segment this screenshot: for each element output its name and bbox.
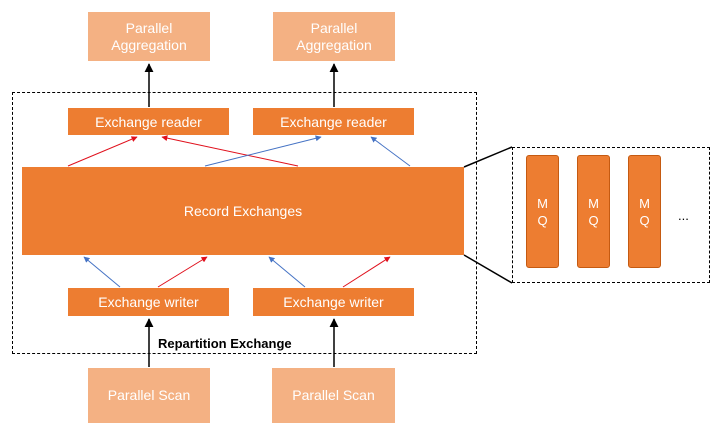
parallel-aggregation-box-1: Parallel Aggregation (88, 12, 210, 61)
aggregation-line2: Aggregation (111, 36, 187, 53)
red-arrow-writer1-to-re (157, 256, 208, 288)
parallel-scan-box-1: Parallel Scan (88, 368, 210, 423)
mq-line2: Q (639, 212, 650, 228)
parallel-aggregation-box-2: Parallel Aggregation (273, 12, 395, 61)
mq-line2: Q (537, 212, 548, 228)
mq-more-ellipsis: ... (678, 208, 689, 223)
exchange-writer-box-1: Exchange writer (68, 288, 229, 316)
mq-line1: M (537, 195, 548, 211)
mq-line1: M (639, 195, 650, 211)
blue-arrow-re-to-reader2-left (204, 135, 322, 167)
parallel-scan-label: Parallel Scan (292, 387, 375, 403)
red-arrow-writer2-to-re (342, 256, 391, 288)
mq-box-2: M Q (577, 155, 610, 268)
repartition-exchange-group (12, 92, 477, 354)
exchange-reader-label: Exchange reader (280, 113, 387, 130)
mq-box-3: M Q (628, 155, 661, 268)
aggregation-line1: Parallel (125, 19, 173, 36)
mq-group (512, 147, 710, 283)
parallel-scan-box-2: Parallel Scan (272, 368, 395, 423)
mq-line2: Q (588, 212, 599, 228)
mq-box-1: M Q (526, 155, 559, 268)
parallel-scan-label: Parallel Scan (107, 387, 191, 403)
aggregation-line1: Parallel (310, 19, 358, 36)
red-arrow-re-to-reader1-left (67, 136, 138, 167)
exchange-reader-label: Exchange reader (95, 113, 202, 130)
blue-arrow-re-to-reader2-right (370, 136, 411, 167)
exchange-writer-label: Exchange writer (283, 294, 384, 310)
blue-arrow-writer2-to-re (268, 256, 306, 288)
exchange-writer-box-2: Exchange writer (253, 288, 414, 316)
exchange-reader-box-2: Exchange reader (253, 108, 414, 135)
record-exchanges-label: Record Exchanges (183, 203, 303, 219)
exchange-writer-label: Exchange writer (98, 294, 199, 310)
red-arrow-re-to-reader1-right (161, 135, 299, 167)
aggregation-line2: Aggregation (296, 36, 372, 53)
record-exchanges-box: Record Exchanges (22, 167, 464, 255)
zoom-line-bottom (463, 254, 513, 284)
repartition-exchange-label: Repartition Exchange (158, 336, 292, 351)
mq-line1: M (588, 195, 599, 211)
blue-arrow-writer1-to-re (83, 256, 121, 288)
zoom-line-top (463, 146, 513, 168)
exchange-reader-box-1: Exchange reader (68, 108, 229, 135)
